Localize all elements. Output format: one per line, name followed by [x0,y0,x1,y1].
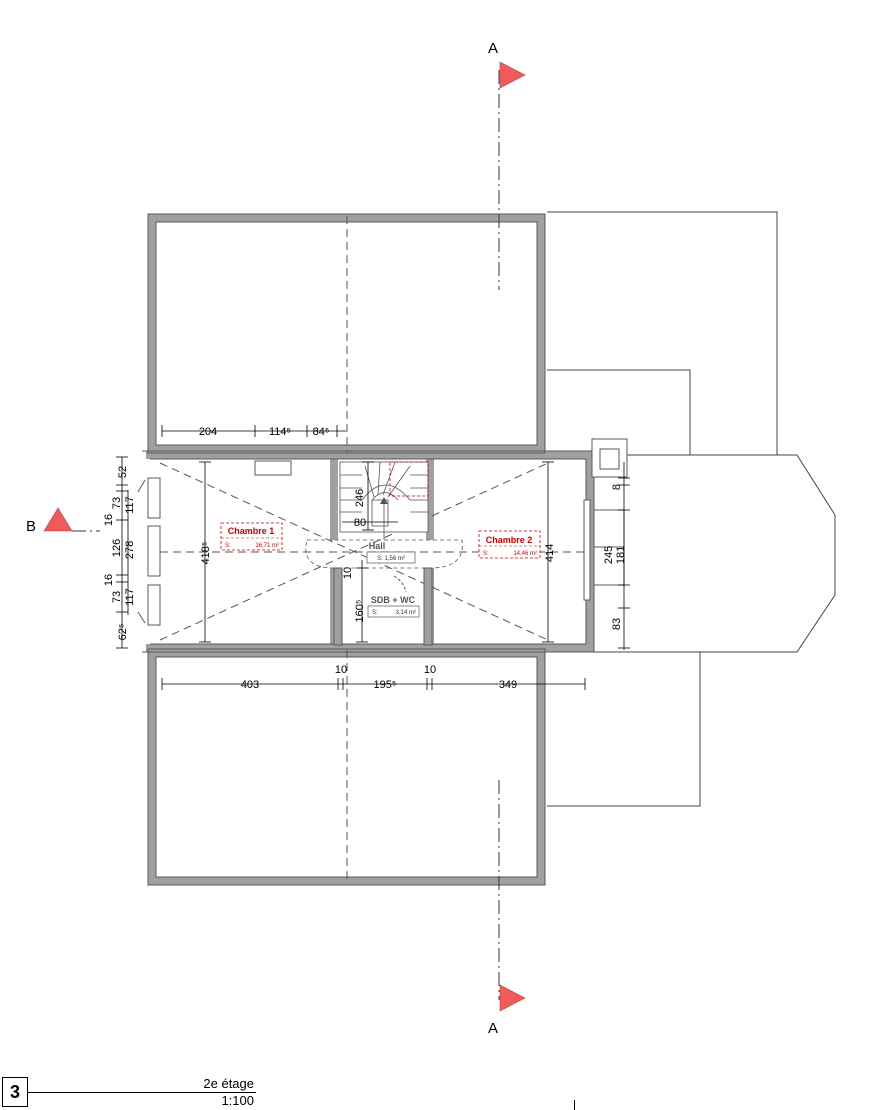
section-letter-b: B [26,518,36,535]
sdb-name: SDB + WC [371,595,416,605]
chambre1-name: Chambre 1 [228,526,275,536]
right-window [583,499,625,601]
dim-right-8: 8 [611,484,623,490]
section-letter-a-top: A [488,40,498,57]
dim-bottom-1: 403 [241,679,259,691]
dim-left-278: 278 [124,541,136,559]
hall-name: Hall [369,541,386,551]
dim-stair-80: 80 [354,517,366,529]
dim-stair-246: 246 [354,489,366,507]
sdb-area-label: S: [372,610,378,616]
dim-sdb-160: 160⁵ [354,600,366,623]
room-label-chambre2: Chambre 2 S: 14,46 m² [478,530,541,559]
sdb-partition [333,567,433,646]
room-label-chambre1: Chambre 1 S: 16,71 m² [220,522,283,551]
dim-chambre2-height: 414 [544,544,556,562]
dim-top-1: 204 [199,426,217,438]
dim-bottom-5: 349 [499,679,517,691]
dim-top-3: 84⁵ [313,426,330,438]
section-marker-a-top: A [488,40,526,89]
hall-area: S: 1,56 m² [377,556,405,562]
left-windows [137,477,161,626]
sheet-tick-mark [574,1100,575,1110]
chambre2-name: Chambre 2 [486,535,533,545]
section-arrow-b-icon [43,507,73,532]
dim-left-62: 62⁵ [117,624,129,641]
chambre1-area-label: S: [225,543,231,549]
sheet-title: 2e étage [203,1076,254,1091]
sheet-scale: 1:100 [221,1093,254,1108]
dim-left-16a: 16 [103,514,115,526]
sdb-area-value: 3,14 m² [396,610,416,616]
dim-left-52: 52 [117,466,129,478]
room-label-hall: Hall S: 1,56 m² [366,541,416,564]
section-marker-b: B [26,507,73,535]
dim-right-181: 181 [615,546,627,564]
section-marker-a-bottom: A [488,984,526,1037]
dim-left-73a: 73 [111,497,123,509]
dimension-lines [116,425,630,690]
sheet-title-line [28,1092,256,1093]
stair [339,461,429,540]
dim-bottom-2: 10 [335,664,347,676]
dim-chambre1-height: 418⁵ [200,542,212,565]
section-arrow-a-bottom-icon [499,984,526,1012]
dim-right-83: 83 [611,618,623,630]
dim-left-117b: 117 [124,588,136,606]
annex-outlines [547,211,836,807]
dim-top-2: 114⁵ [269,426,291,438]
section-letter-a-bottom: A [488,1020,498,1037]
dim-bottom-4: 10 [424,664,436,676]
dim-left-117a: 117 [124,496,136,514]
dim-left-73b: 73 [111,591,123,603]
dimension-labels: 204 114⁵ 84⁵ 403 10 195⁵ 10 349 52 16 73… [103,426,627,691]
chambre2-area-label: S: [483,551,489,557]
dim-right-245: 245 [603,546,615,564]
dim-left-16b: 16 [103,574,115,586]
dim-left-126: 126 [111,539,123,557]
room-label-sdb: SDB + WC S: 3,14 m² [367,595,420,618]
dim-hall-10: 10 [342,567,354,579]
section-arrow-a-top-icon [499,61,526,89]
chambre2-area-value: 14,46 m² [513,551,537,557]
chambre1-area-value: 16,71 m² [255,543,279,549]
dim-bottom-3: 195⁵ [374,679,397,691]
sheet-number: 3 [2,1077,28,1107]
